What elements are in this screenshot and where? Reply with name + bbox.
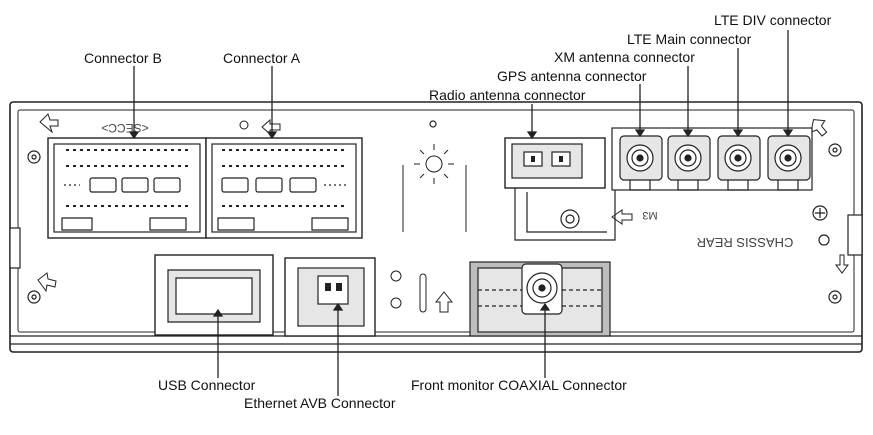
label-gps-antenna: GPS antenna connector [497,68,647,84]
leader-xm-antenna [682,66,694,138]
leader-lte-div [782,30,794,138]
front-monitor-coaxial-housing [469,261,611,337]
label-connector-a: Connector A [223,50,301,66]
label-usb: USB Connector [158,377,256,393]
mounting-holes [27,120,842,304]
usb-connector-housing [154,254,274,336]
label-lte-main: LTE Main connector [627,31,752,47]
label-lte-div: LTE DIV connector [714,12,832,28]
lte-div-antenna-port [767,135,811,191]
xm-antenna-port [667,135,711,191]
lte-main-antenna-port [717,135,761,191]
leader-lines [128,30,794,396]
radio-antenna-connector [504,137,616,241]
leader-connector-a [266,66,278,140]
label-ethernet-avb: Ethernet AVB Connector [244,395,396,411]
leader-usb [212,308,224,378]
connector-a-housing [205,137,363,239]
leader-front-monitor-coaxial [539,302,551,378]
secc-engraving: <SECC> [101,121,148,135]
leader-ethernet-avb [332,302,344,396]
label-connector-b: Connector B [84,50,162,66]
leader-lte-main [732,48,744,138]
label-xm-antenna: XM antenna connector [554,49,695,65]
gps-antenna-port [619,135,663,191]
label-radio-antenna: Radio antenna connector [429,87,586,103]
light-sensor-icon [402,144,467,232]
connector-b-housing [47,137,207,239]
ethernet-avb-connector-housing [284,257,376,337]
arrow-marks [37,113,849,313]
label-front-monitor-coaxial: Front monitor COAXIAL Connector [411,377,627,393]
misc-indicators [390,270,427,313]
ground-screw-icon [812,205,828,221]
leader-radio-antenna [526,104,538,140]
chassis-rear-engraving: CHASSIS REAR [697,235,794,250]
leader-gps-antenna [634,84,646,138]
leader-connector-b [128,66,140,140]
m3-engraving: M3 [642,209,657,221]
